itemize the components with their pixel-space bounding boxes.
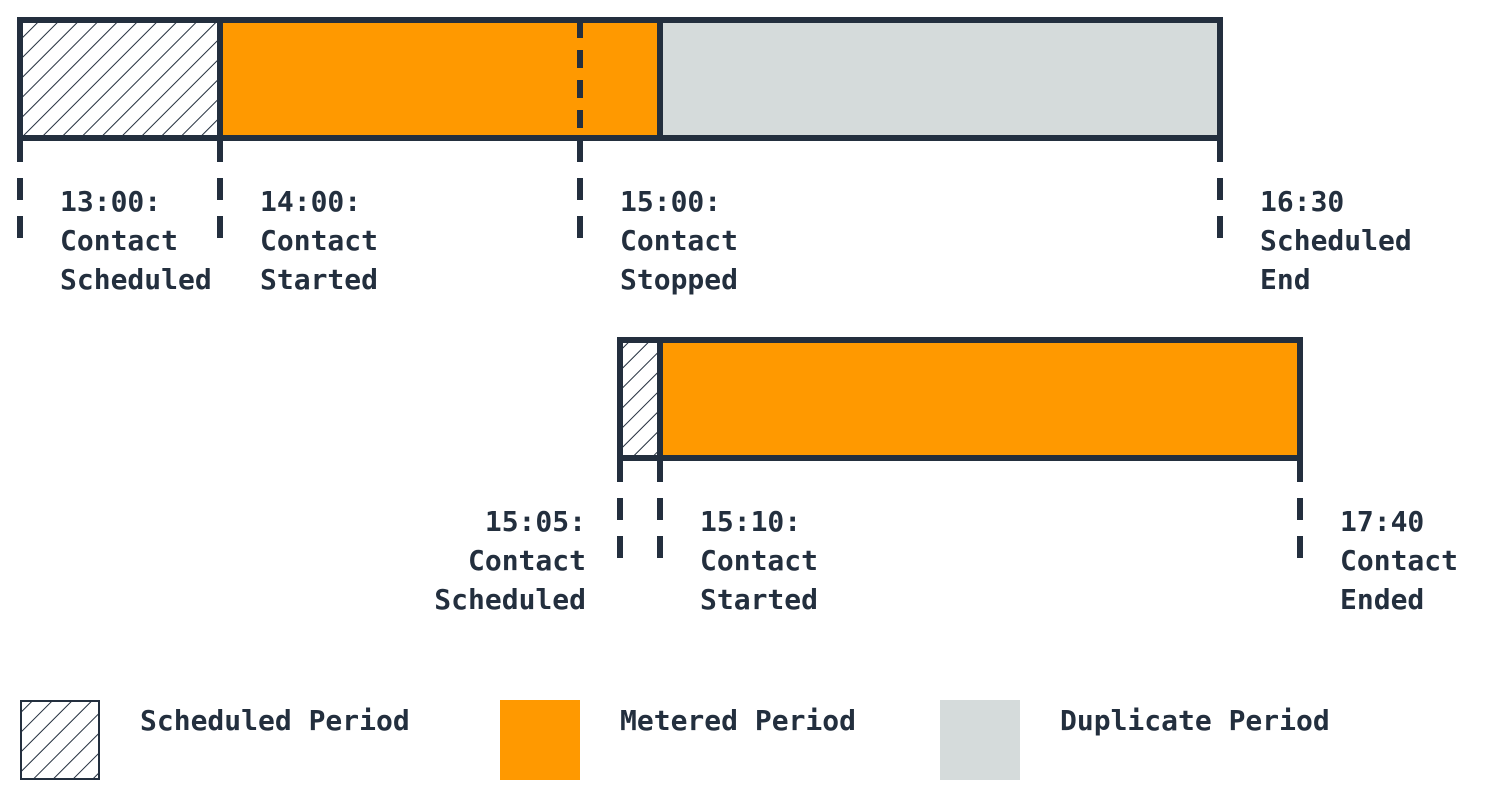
top-duplicate-period [660, 20, 1220, 138]
label-line2: Ended [1340, 583, 1425, 616]
label-time: 15:05: [484, 505, 586, 538]
label-14-00-contact-started: 14:00: Contact Started [260, 182, 378, 299]
top-scheduled-period [20, 20, 220, 138]
legend-scheduled-label: Scheduled Period [140, 704, 410, 737]
label-line1: Contact [1340, 544, 1459, 577]
label-13-00-contact-scheduled: 13:00: Contact Scheduled [60, 182, 212, 299]
top-bar-outline [17, 17, 1223, 141]
bottom-timeline-bar [617, 337, 1303, 461]
label-time: 17:40 [1340, 505, 1425, 538]
label-time: 15:10: [700, 505, 802, 538]
legend-duplicate-label: Duplicate Period [1060, 704, 1330, 737]
label-line2: Scheduled [60, 263, 212, 296]
label-time: 13:00: [60, 185, 162, 218]
label-line2: End [1260, 263, 1311, 296]
bottom-scheduled-period [620, 340, 660, 458]
label-15-00-contact-stopped: 15:00: Contact Stopped [620, 182, 738, 299]
legend-metered-swatch [500, 700, 580, 780]
legend-duplicate-swatch [940, 700, 1020, 780]
label-line2: Stopped [620, 263, 739, 296]
label-line1: Contact [700, 544, 819, 577]
top-metered-period [220, 20, 660, 138]
bottom-metered-period [660, 340, 1300, 458]
label-time: 14:00: [260, 185, 362, 218]
label-time: 15:00: [620, 185, 722, 218]
label-line2: Started [700, 583, 819, 616]
label-line1: Contact [467, 544, 586, 577]
label-15-05-contact-scheduled: 15:05: Contact Scheduled [434, 502, 586, 619]
label-line2: Started [260, 263, 379, 296]
label-16-30-scheduled-end: 16:30 Scheduled End [1260, 182, 1412, 299]
legend-scheduled-swatch [20, 700, 100, 780]
bottom-bar-outline [617, 337, 1303, 461]
label-15-10-contact-started: 15:10: Contact Started [700, 502, 818, 619]
label-time: 16:30 [1260, 185, 1345, 218]
legend-metered-label: Metered Period [620, 704, 857, 737]
label-17-40-contact-ended: 17:40 Contact Ended [1340, 502, 1458, 619]
label-line2: Scheduled [434, 583, 586, 616]
top-timeline-bar [17, 17, 1223, 141]
label-line1: Contact [620, 224, 739, 257]
label-line1: Contact [260, 224, 379, 257]
label-line1: Contact [60, 224, 179, 257]
label-line1: Scheduled [1260, 224, 1412, 257]
